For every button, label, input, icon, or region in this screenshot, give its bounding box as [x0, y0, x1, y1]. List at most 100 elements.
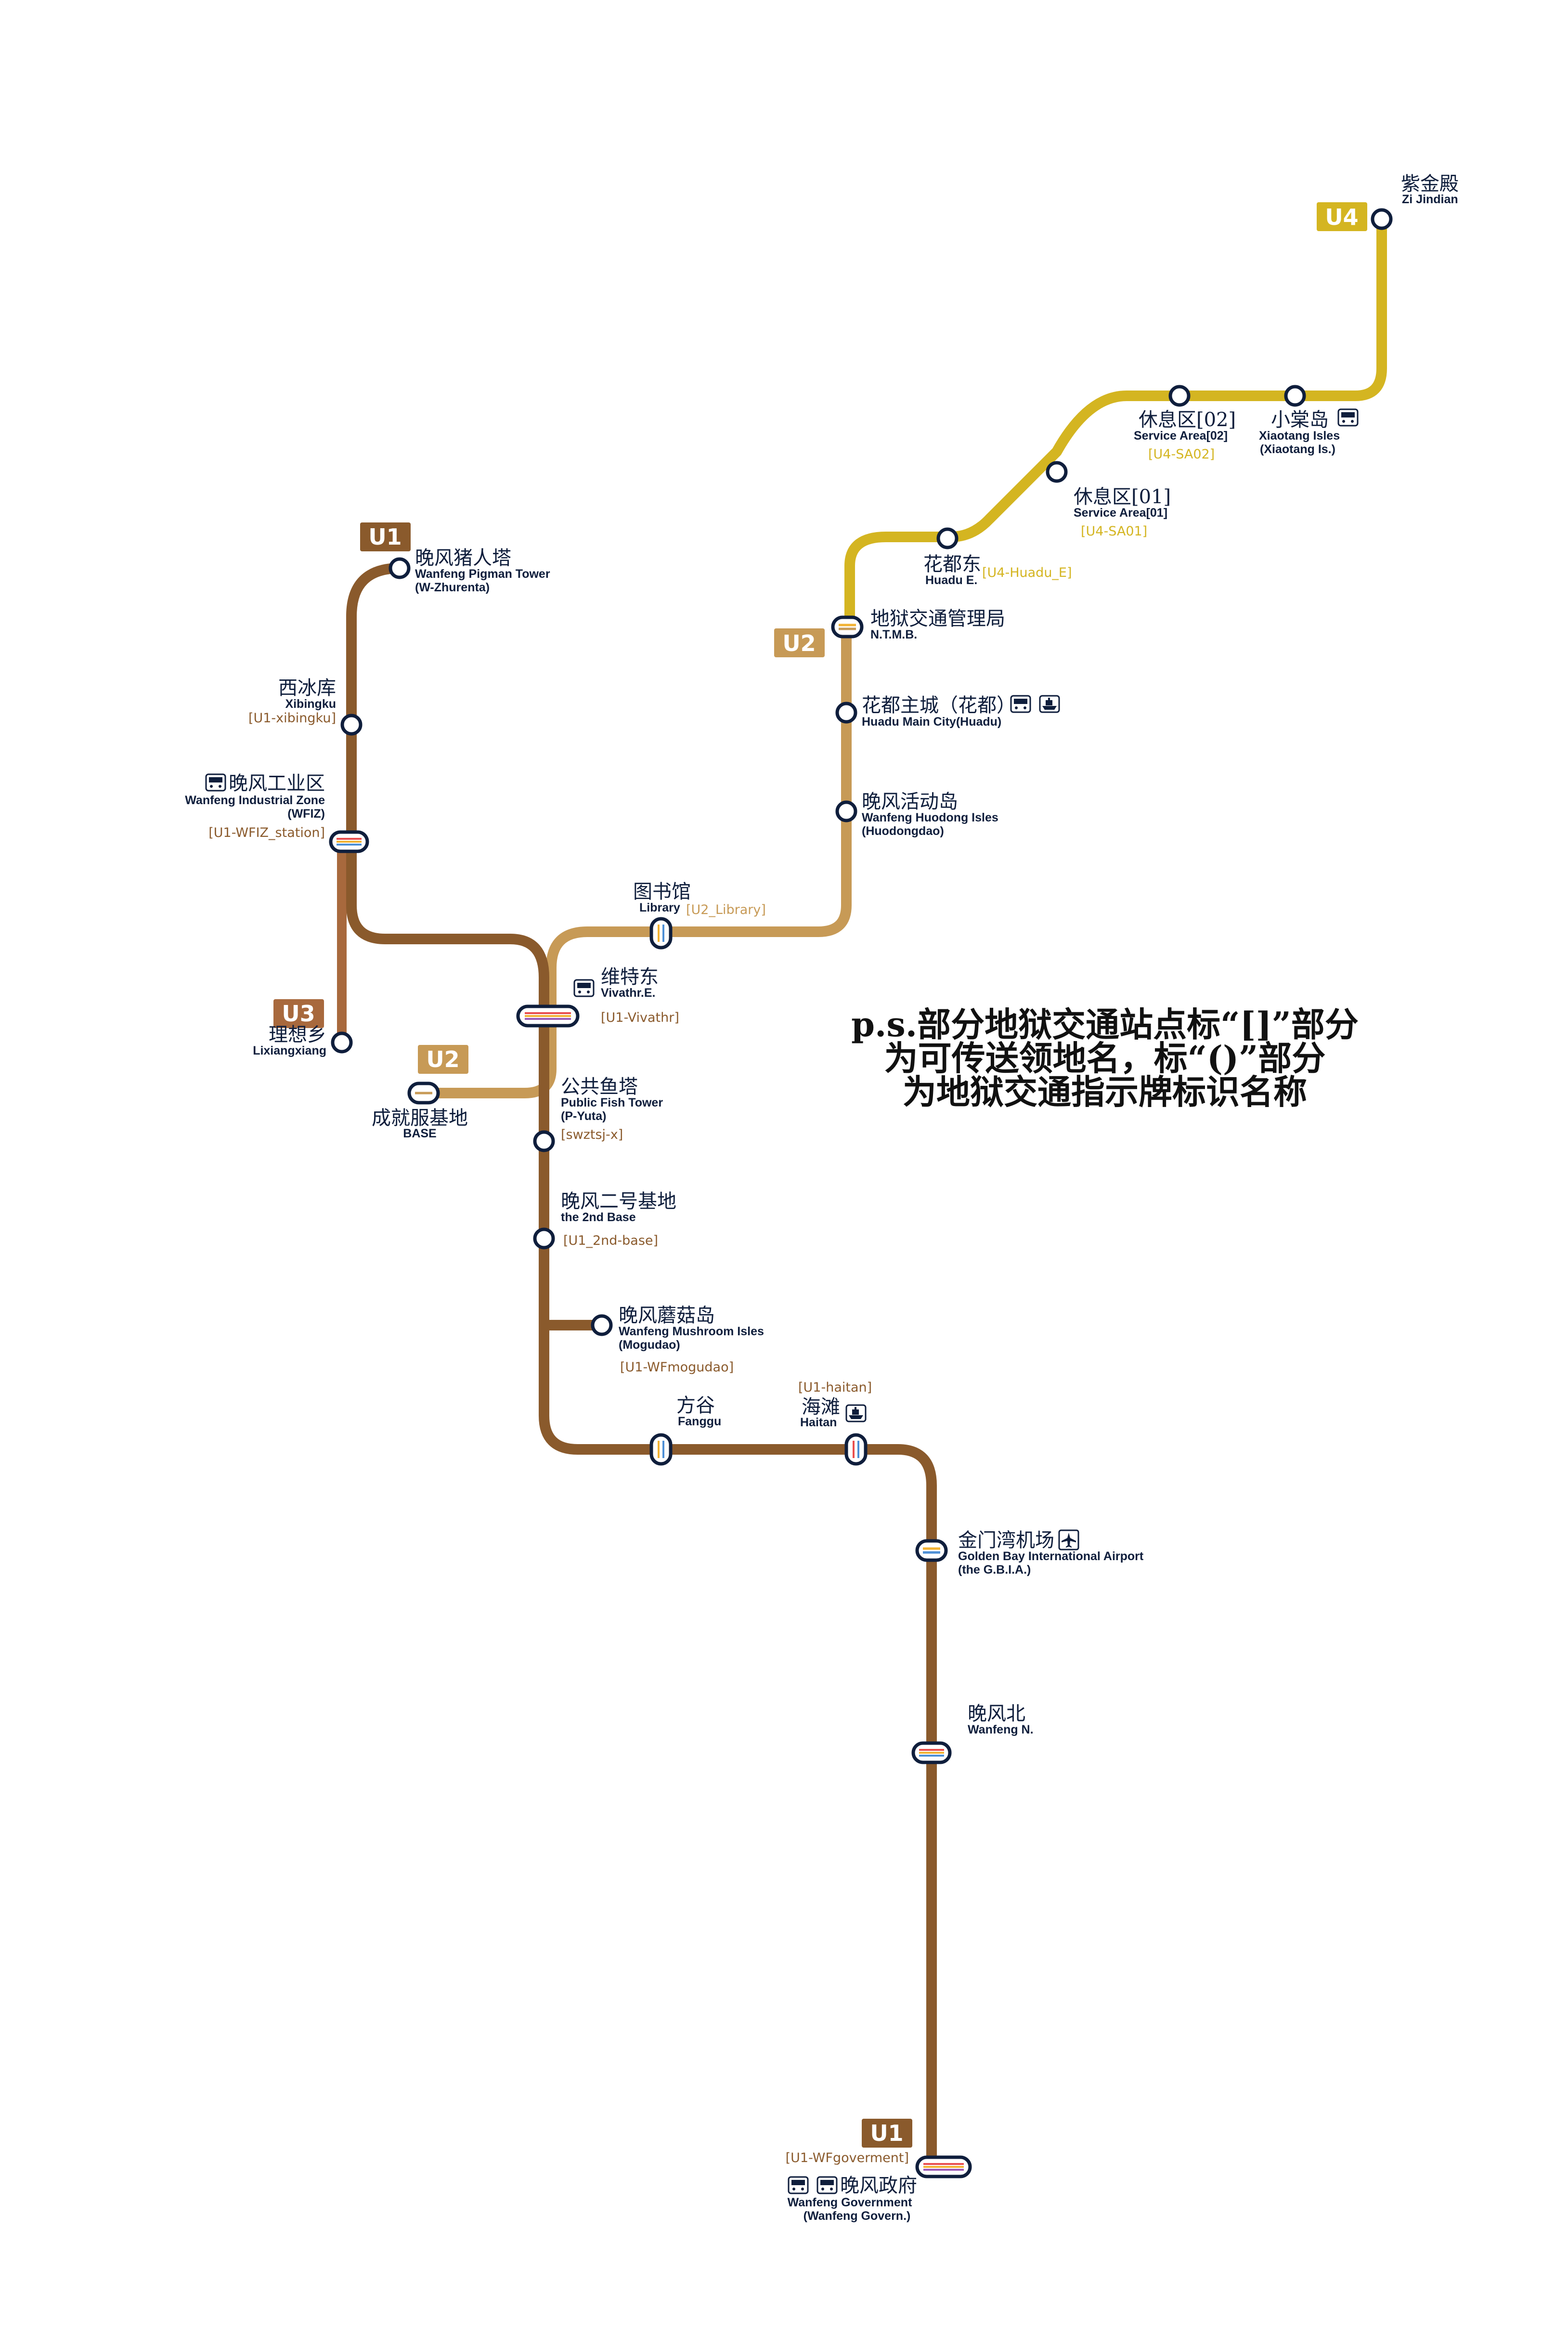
label-zijindian-zh: 紫金殿: [1401, 173, 1459, 195]
label-mogu-en2: (Mogudao): [619, 1338, 680, 1352]
label-sa01-en: Service Area[01]: [1074, 506, 1167, 520]
note-line-2: 为可传送领地名，标“()”部分: [884, 1038, 1326, 1078]
label-vivathr-zh: 维特东: [601, 966, 659, 988]
ship-icon: [845, 1404, 867, 1422]
label-wfgov-zh: 晚风政府: [840, 2175, 917, 2197]
label-wfn-en: Wanfeng N.: [968, 1723, 1034, 1736]
label-huadu-main-zh: 花都主城（花都）: [862, 694, 1016, 717]
badge-u1-top: U1: [360, 522, 411, 551]
label-pigman-zh: 晚风猪人塔: [415, 547, 511, 569]
interchange-wfiz[interactable]: [329, 830, 369, 853]
label-mogu-zh: 晚风蘑菇岛: [619, 1304, 715, 1327]
badge-u2-branch: U2: [418, 1045, 468, 1074]
label-base2-en: the 2nd Base: [561, 1211, 636, 1224]
bus-icon: [1010, 695, 1031, 713]
svg-text:U2: U2: [782, 630, 816, 656]
station-lixiang[interactable]: [331, 1031, 353, 1054]
label-library-code: [U2_Library]: [686, 902, 766, 917]
label-ntmb-en: N.T.M.B.: [870, 628, 917, 641]
bus-icon: [205, 773, 226, 792]
bus-icon: [573, 979, 595, 997]
label-airport-zh: 金门湾机场: [958, 1529, 1054, 1551]
label-ntmb-zh: 地狱交通管理局: [870, 608, 1005, 630]
footnote: p.s.部分地狱交通站点标“[]”部分 为可传送领地名，标“()”部分 为地狱交…: [851, 1004, 1359, 1112]
station-sa01[interactable]: [1046, 461, 1068, 483]
label-wfiz-code: [U1-WFIZ_station]: [208, 825, 325, 840]
label-library-zh: 图书馆: [633, 881, 691, 903]
station-pigman[interactable]: [389, 557, 411, 579]
interchange-wfgov[interactable]: [915, 2155, 972, 2178]
label-sa02-code: [U4-SA02]: [1148, 447, 1215, 462]
label-wfgov-en2: (Wanfeng Govern.): [803, 2209, 911, 2223]
label-xiaotang-en: Xiaotang Isles: [1259, 429, 1340, 443]
station-xibingku[interactable]: [340, 714, 363, 736]
station-huodong[interactable]: [835, 800, 857, 822]
label-haitan-zh: 海滩: [802, 1396, 840, 1418]
svg-text:U1: U1: [368, 524, 402, 550]
label-huadue-en: Huadu E.: [925, 573, 977, 587]
station-huadu-main[interactable]: [835, 702, 857, 724]
svg-text:U2: U2: [426, 1046, 459, 1072]
label-sa02-en: Service Area[02]: [1134, 429, 1228, 443]
label-zijindian-en: Zi Jindian: [1402, 193, 1458, 206]
label-wfiz-en2: (WFIZ): [287, 807, 325, 821]
station-mogu[interactable]: [591, 1314, 613, 1336]
station-fishtower[interactable]: [533, 1130, 555, 1152]
station-base2[interactable]: [533, 1227, 555, 1250]
svg-text:U1: U1: [870, 2120, 903, 2146]
station-zijindian[interactable]: [1371, 208, 1393, 230]
label-pigman-en: Wanfeng Pigman Tower: [415, 567, 550, 581]
label-huadu-main-en: Huadu Main City(Huadu): [862, 715, 1001, 729]
label-huadue-code: [U4-Huadu_E]: [982, 565, 1072, 580]
label-base2-code: [U1_2nd-base]: [563, 1233, 658, 1248]
label-mogu-en: Wanfeng Mushroom Isles: [619, 1325, 764, 1338]
badge-u2: U2: [774, 628, 825, 657]
label-fishtower-code: [swztsj-x]: [561, 1127, 623, 1142]
label-base-en: BASE: [403, 1127, 436, 1140]
label-wfn-zh: 晚风北: [968, 1703, 1025, 1725]
label-xibingku-code: [U1-xibingku]: [248, 711, 336, 726]
label-xiaotang-zh: 小棠岛: [1271, 409, 1329, 431]
label-sa01-zh: 休息区[01]: [1074, 486, 1171, 508]
bus-icon: [788, 2176, 809, 2194]
label-pigman-en2: (W-Zhurenta): [415, 581, 490, 594]
svg-text:U4: U4: [1325, 204, 1358, 230]
bus-icon: [1337, 408, 1359, 427]
label-fanggu-en: Fanggu: [678, 1415, 721, 1428]
line-u2: [546, 623, 852, 1014]
interchange-haitan[interactable]: [844, 1433, 868, 1466]
label-airport-en2: (the G.B.I.A.): [958, 1563, 1031, 1577]
interchange-airport[interactable]: [915, 1539, 948, 1562]
label-lixiang-en: Lixiangxiang: [253, 1044, 326, 1057]
station-sa02[interactable]: [1168, 385, 1191, 407]
station-huadue[interactable]: [936, 527, 959, 549]
badge-u3: U3: [273, 999, 324, 1028]
label-base2-zh: 晚风二号基地: [561, 1190, 676, 1212]
label-xibingku-zh: 西冰库: [278, 677, 336, 699]
label-haitan-en: Haitan: [800, 1416, 837, 1429]
label-mogu-code: [U1-WFmogudao]: [620, 1360, 734, 1375]
badge-u1-bottom: U1: [862, 2119, 912, 2148]
label-xibingku-en: Xibingku: [285, 697, 336, 711]
station-xiaotang[interactable]: [1284, 385, 1306, 407]
label-library-en: Library: [639, 901, 680, 914]
label-fanggu-zh: 方谷: [676, 1395, 715, 1417]
interchange-fanggu[interactable]: [649, 1433, 673, 1466]
interchange-wfn[interactable]: [911, 1741, 952, 1764]
interchange-ntmb[interactable]: [831, 615, 864, 639]
label-huodong-en: Wanfeng Huodong Isles: [862, 811, 998, 824]
interchange-vivathr[interactable]: [516, 1004, 580, 1028]
label-base-zh: 成就服基地: [372, 1107, 468, 1129]
note-line-3: 为地狱交通指示牌标识名称: [903, 1072, 1307, 1112]
interchange-library[interactable]: [649, 917, 673, 950]
line-u1: [346, 563, 937, 2172]
interchange-base[interactable]: [407, 1082, 440, 1105]
svg-text:U3: U3: [282, 1001, 315, 1027]
badge-u4: U4: [1317, 202, 1367, 231]
ship-icon: [1039, 695, 1060, 713]
label-xiaotang-en2: (Xiaotang Is.): [1260, 443, 1335, 456]
label-wfiz-en: Wanfeng Industrial Zone: [185, 794, 325, 807]
label-vivathr-code: [U1-Vivathr]: [601, 1010, 679, 1025]
label-fishtower-en: Public Fish Tower: [561, 1096, 663, 1109]
